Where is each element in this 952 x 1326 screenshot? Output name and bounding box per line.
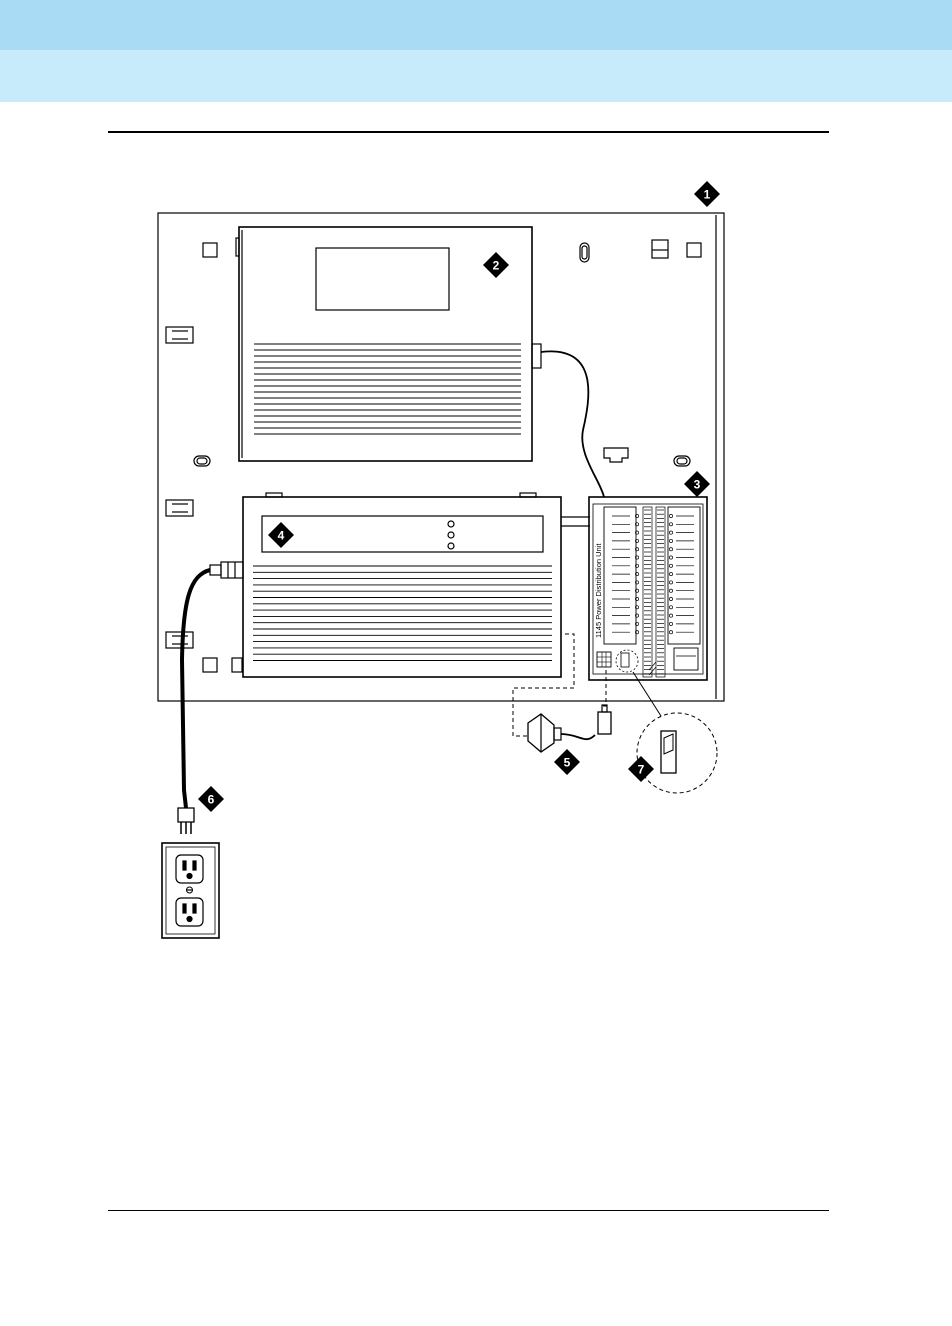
callout-4: 4 — [268, 522, 294, 548]
callout-6: 6 — [198, 786, 224, 812]
svg-text:7: 7 — [638, 763, 645, 777]
svg-text:6: 6 — [208, 793, 215, 807]
svg-text:5: 5 — [564, 756, 571, 770]
svg-text:3: 3 — [694, 478, 701, 492]
callout-1: 1 — [694, 181, 720, 207]
upper-unit-label-window — [316, 248, 449, 310]
callout-5: 5 — [554, 749, 580, 775]
lower-unit-front-panel — [262, 516, 543, 552]
callout-2: 2 — [483, 252, 509, 278]
callout-3: 3 — [684, 471, 710, 497]
lower-unit-vents — [253, 566, 552, 661]
svg-text:4: 4 — [278, 529, 285, 543]
panel-bracket-left-3 — [166, 632, 193, 648]
panel-bracket — [652, 240, 668, 258]
panel-bracket-left-1 — [166, 327, 193, 343]
panel-hole — [232, 658, 242, 672]
wall-outlet — [162, 843, 219, 938]
status-led — [448, 532, 454, 538]
upper-unit-connector — [532, 344, 541, 368]
svg-text:2: 2 — [493, 259, 500, 273]
pdu-label: 1145 Power Distribution Unit — [594, 543, 603, 638]
panel-clip — [604, 448, 628, 462]
panel-bracket-left-2 — [166, 500, 193, 516]
panel-hole — [687, 243, 701, 257]
upper-unit-vents — [254, 344, 521, 434]
panel-hole — [203, 243, 217, 257]
status-led — [448, 543, 454, 549]
power-distribution-unit: 1145 Power Distribution Unit — [589, 497, 707, 680]
upper-unit-cable — [541, 351, 604, 497]
dashed-cable-path — [513, 634, 574, 736]
callout-7: 7 — [628, 756, 654, 782]
status-led — [448, 521, 454, 527]
lower-unit — [210, 493, 590, 677]
svg-text:1: 1 — [704, 188, 711, 202]
pdu-power-cord — [528, 705, 611, 752]
panel-hole — [203, 658, 217, 672]
